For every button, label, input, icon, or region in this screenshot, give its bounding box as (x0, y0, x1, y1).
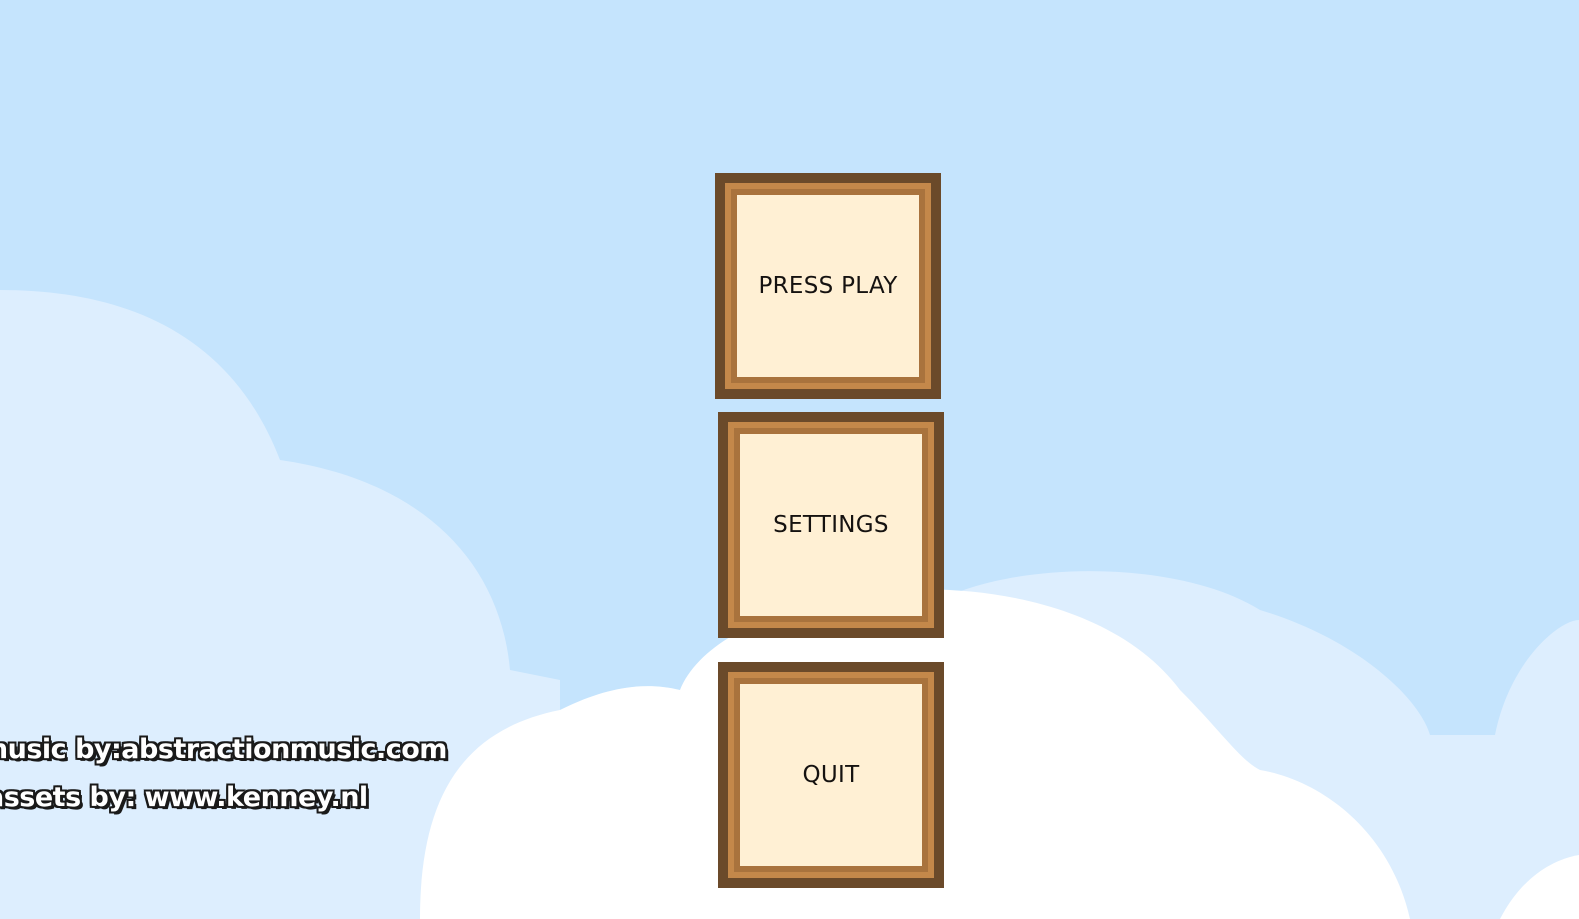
settings-label: SETTINGS (773, 512, 889, 538)
assets-credit: assets by: www.kenney.nl (0, 782, 368, 813)
music-credit: music by:abstractionmusic.com (0, 734, 447, 765)
press-play-button[interactable]: PRESS PLAY (715, 173, 941, 399)
cloud-back-left (0, 290, 560, 919)
quit-button[interactable]: QUIT (718, 662, 944, 888)
press-play-label: PRESS PLAY (758, 273, 898, 299)
settings-button[interactable]: SETTINGS (718, 412, 944, 638)
quit-label: QUIT (802, 762, 860, 788)
cloud-front-right (1500, 855, 1579, 919)
